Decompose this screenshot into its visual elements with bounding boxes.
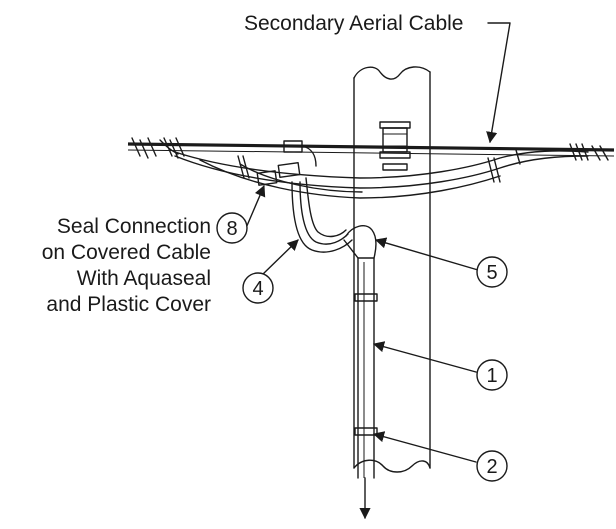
seal-connectors [256, 140, 317, 186]
seal-label-line-2: on Covered Cable [42, 241, 211, 264]
callout-1-number: 1 [486, 365, 497, 387]
callout-5: 5 [476, 256, 508, 288]
callout-1: 1 [476, 359, 508, 391]
seal-connection-label: Seal Connection on Covered Cable With Aq… [42, 215, 211, 316]
seal-label-line-4: and Plastic Cover [46, 293, 211, 316]
seal-label-line-3: With Aquaseal [77, 267, 211, 290]
leader-arrows [245, 22, 511, 463]
utility-pole [353, 66, 431, 473]
callout-2-number: 2 [486, 456, 497, 478]
callout-4-number: 4 [252, 278, 263, 300]
callout-8-number: 8 [226, 218, 237, 240]
callout-4: 4 [242, 272, 274, 304]
spool-insulator [379, 121, 411, 171]
callout-2: 2 [476, 450, 508, 482]
riser-conduit [354, 257, 378, 520]
callout-8: 8 [216, 212, 248, 244]
secondary-aerial-cable-label: Secondary Aerial Cable [244, 12, 463, 35]
weatherhead [343, 225, 377, 259]
seal-label-line-1: Seal Connection [57, 215, 211, 238]
service-cable-loop [291, 177, 353, 253]
service-drop-conductors [174, 149, 589, 199]
secondary-aerial-cable [127, 137, 615, 161]
callout-5-number: 5 [486, 262, 497, 284]
